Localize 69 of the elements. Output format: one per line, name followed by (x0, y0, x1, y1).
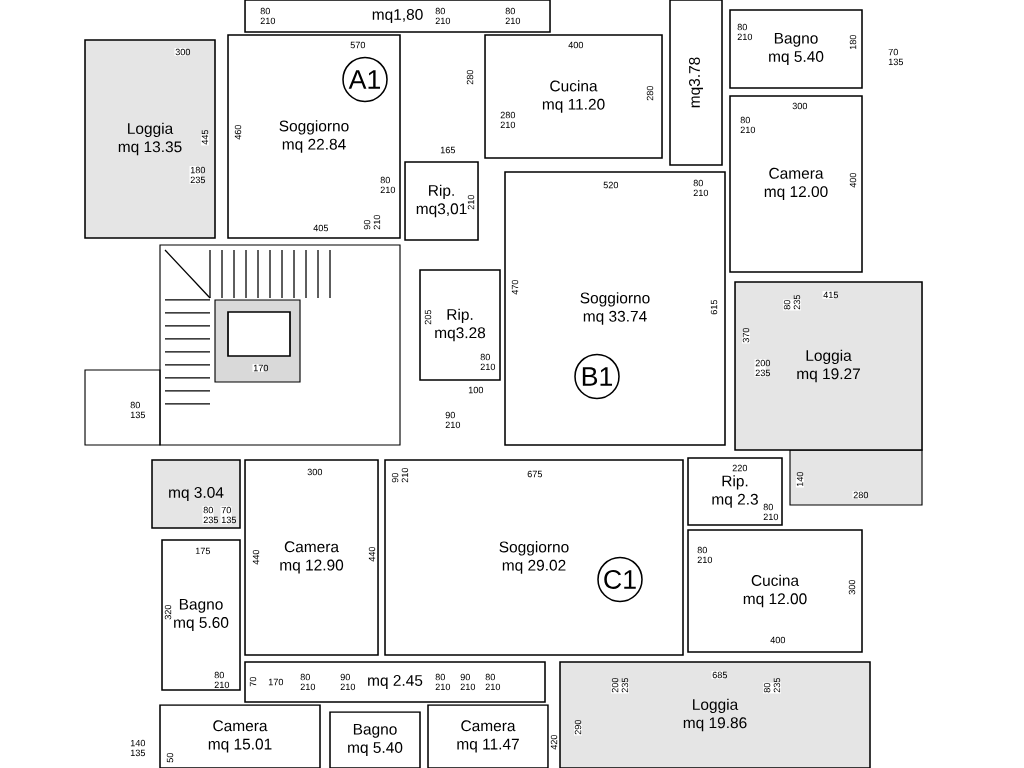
dimension-label: 570 (349, 41, 366, 49)
dimension-label: 200 235 (611, 677, 629, 694)
dimension-label: 300 (791, 102, 808, 110)
dimension-label: 80 210 (739, 116, 756, 134)
dimension-label: 400 (769, 636, 786, 644)
dimension-label: 70 135 (220, 506, 237, 524)
dimension-label: 320 (164, 604, 172, 621)
dimension-label: 90 210 (444, 411, 461, 429)
dimension-label: 80 210 (479, 353, 496, 371)
dimension-label: 90 210 (391, 467, 409, 484)
dimension-label: 90 210 (459, 673, 476, 691)
dimension-label: 70 135 (887, 48, 904, 66)
dimension-label: 370 (742, 327, 750, 344)
dimension-label: 90 210 (339, 673, 356, 691)
dimension-label: 80 210 (299, 673, 316, 691)
dimension-label: 400 (849, 172, 857, 189)
dimension-label: 80 210 (692, 179, 709, 197)
dimension-label: 280 210 (499, 111, 516, 129)
dimension-label: 205 (424, 309, 432, 326)
dimension-label: 470 (511, 279, 519, 296)
dimension-label: 420 (550, 734, 558, 751)
dimension-label: 280 (466, 69, 474, 86)
dimension-label: 210 (467, 194, 475, 211)
dimension-label: 80 210 (484, 673, 501, 691)
dimension-label: 400 (567, 41, 584, 49)
dimension-label: 80 235 (783, 294, 801, 311)
dimension-label: 300 (306, 468, 323, 476)
dimension-label: 300 (848, 579, 856, 596)
room: mq3.78 (669, 0, 723, 166)
dimension-label: 80 235 (763, 677, 781, 694)
dimension-label: 300 (174, 48, 191, 56)
dimension-label: 415 (822, 291, 839, 299)
dimension-label: 80 135 (129, 401, 146, 419)
dimension-label: 175 (194, 547, 211, 555)
dimension-label: 290 (574, 719, 582, 736)
dimension-label: 405 (312, 224, 329, 232)
dimension-label: 615 (710, 299, 718, 316)
dimension-label: 80 210 (434, 7, 451, 25)
dimension-label: 70 (249, 676, 257, 688)
dimension-label: 140 135 (129, 739, 146, 757)
dimension-label: 80 210 (736, 23, 753, 41)
dimension-label: 200 235 (754, 359, 771, 377)
dimension-label: 180 (849, 34, 857, 51)
dimension-label: 170 (252, 364, 269, 372)
dimension-label: 180 235 (189, 166, 206, 184)
dimension-label: 50 (166, 752, 174, 764)
dimension-label: 440 (368, 546, 376, 563)
dimension-label: 520 (602, 181, 619, 189)
dimension-label: 675 (526, 470, 543, 478)
dimension-label: 280 (646, 85, 654, 102)
dimension-label: 80 210 (696, 546, 713, 564)
dimension-label: 140 (796, 471, 804, 488)
dimension-label: 280 (852, 491, 869, 499)
dimension-label: 80 210 (379, 176, 396, 194)
room: Camera mq 11.47 (427, 704, 549, 768)
dimension-label: 220 (731, 464, 748, 472)
dimension-label: 685 (711, 671, 728, 679)
room: Bagno mq 5.40 (329, 711, 421, 768)
dimension-label: 80 235 (202, 506, 219, 524)
dimension-label: 445 (201, 129, 209, 146)
dimension-label: 90 210 (363, 214, 381, 231)
dimension-label: 80 210 (434, 673, 451, 691)
dimension-label: 460 (234, 124, 242, 141)
dimension-label: 80 210 (504, 7, 521, 25)
dimension-label: 80 210 (259, 7, 276, 25)
dimension-label: 80 210 (213, 671, 230, 689)
dimension-label: 170 (267, 678, 284, 686)
dimension-label: 80 210 (762, 503, 779, 521)
dimension-label: 440 (252, 549, 260, 566)
